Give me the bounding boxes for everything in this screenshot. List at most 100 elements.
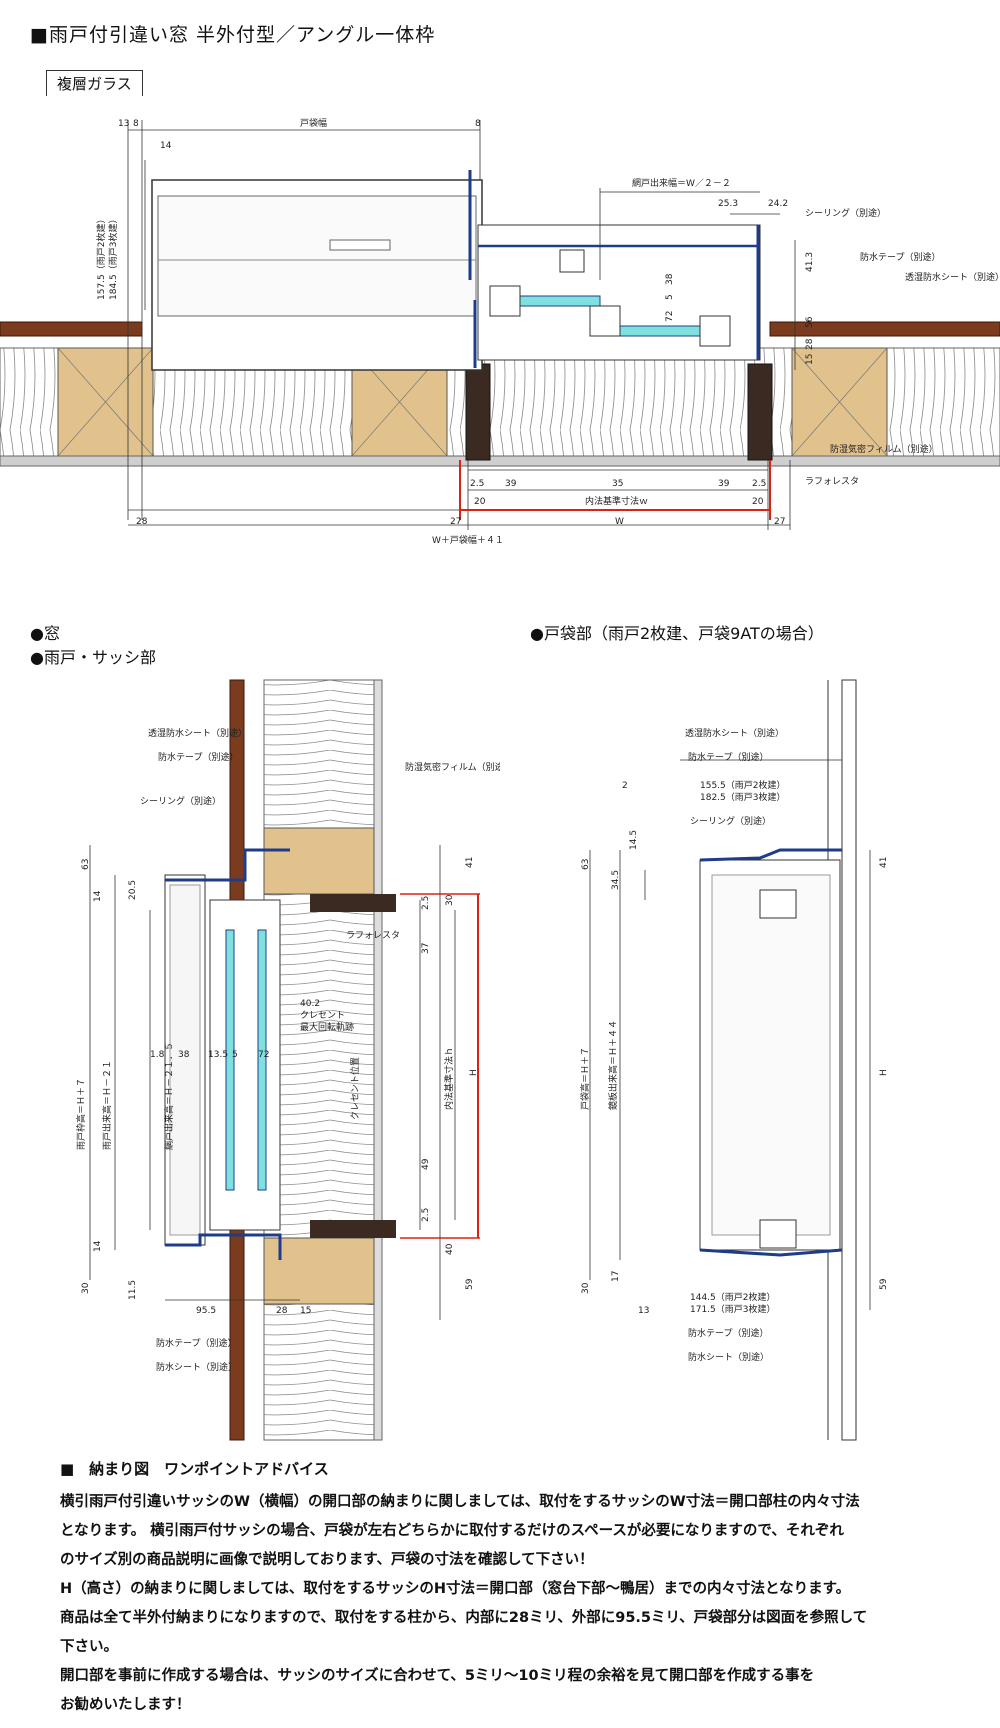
- dim-b-2-5-left: 2.5: [470, 479, 484, 489]
- dim-157-5: 157.5（雨戸2枚建）: [95, 215, 107, 301]
- ls-dim-5: 5: [232, 1050, 238, 1060]
- rs-dim-H: H: [879, 1069, 889, 1076]
- ls-dim-63: 63: [81, 859, 91, 870]
- lath-top: [310, 894, 396, 912]
- ls-dim-20-5: 20.5: [128, 880, 138, 900]
- advice-line-3: のサイズ別の商品説明に画像で説明しております、戸袋の寸法を確認して下さい！: [60, 1552, 594, 1568]
- label-sealing: シーリング（別途）: [805, 207, 886, 219]
- dim-b-27-left: 27: [450, 517, 461, 527]
- dim-inner-width: 内法基準寸法ｗ: [585, 495, 648, 507]
- dim-screen-width: 網戸出来幅＝W／２－２: [632, 177, 731, 189]
- label-film: 防湿気密フィルム（別途）: [830, 443, 938, 455]
- ls-dim-2-5-b: 2.5: [421, 1208, 431, 1222]
- advice-line-6: 下さい。: [60, 1639, 118, 1655]
- dim-184-5: 184.5（雨戸3枚建）: [107, 215, 119, 301]
- insulation-vertical: [263, 679, 375, 1441]
- plan-view-diagram: 13 8 戸袋幅 8 14 網戸出来幅＝W／２－２ 25.3 24.2 2.5 …: [0, 117, 1000, 546]
- ls-dim-14-b: 14: [93, 1240, 103, 1252]
- rs-dim-171-5: 171.5（雨戸3枚建）: [690, 1303, 776, 1315]
- rs-dim-30: 30: [581, 1282, 591, 1294]
- sill-wood: [263, 1237, 375, 1305]
- advice-line-1: 横引雨戸付引違いサッシのW（横幅）の開口部の納まりに関しましては、取付をするサッ…: [60, 1494, 860, 1510]
- ls-dim-14-a: 14: [93, 890, 103, 902]
- dim-28: 28: [805, 338, 815, 350]
- dim-b-2-5-right: 2.5: [752, 479, 766, 489]
- ls-dim-30: 30: [445, 894, 455, 906]
- ls-dim-41: 41: [465, 857, 475, 868]
- ls-dim-shutter-height: 雨戸出来高＝Ｈ－２１: [101, 1060, 113, 1150]
- ls-dim-72: 72: [258, 1050, 269, 1060]
- advice-line-5: 商品は全て半外付納まりになりますので、取付をする柱から、内部に28ミリ、外部に9…: [60, 1610, 868, 1626]
- advice-section: ■ 納まり図 ワンポイントアドバイス 横引雨戸付引違いサッシのW（横幅）の開口部…: [60, 1455, 960, 1720]
- sash-section: [209, 899, 281, 1231]
- ls-dim-38: 38: [178, 1050, 190, 1060]
- ls-label-sheet-b: 防水シート（別途）: [156, 1361, 237, 1373]
- dim-b-35: 35: [612, 479, 623, 489]
- rs-label-tape-b: 防水テープ（別途）: [688, 1327, 768, 1339]
- label-lath: ラフォレスタ: [805, 476, 859, 487]
- glass-type-tag: 複層ガラス: [46, 70, 143, 96]
- rs-label-sheet: 透湿防水シート（別途）: [685, 727, 784, 739]
- advice-heading: ■ 納まり図 ワンポイントアドバイス: [60, 1460, 329, 1478]
- ls-label-crescent-pos: クレセント位置: [349, 1057, 361, 1120]
- ls-dim-13-5: 13.5: [208, 1050, 228, 1060]
- siding-left: [0, 321, 143, 337]
- ls-dim-37: 37: [421, 943, 431, 954]
- rs-dim-155-5: 155.5（雨戸2枚建）: [700, 779, 786, 791]
- column-right: [747, 363, 773, 461]
- rs-dim-34-5: 34.5: [611, 870, 621, 890]
- page-title: ■雨戸付引違い窓 半外付型／アングル一体枠: [30, 24, 436, 46]
- advice-line-7: 開口部を事前に作成する場合は、サッシのサイズに合わせて、5ミリ～10ミリ程の余裕…: [60, 1668, 815, 1684]
- advice-line-8: お勧めいたします！: [60, 1697, 191, 1713]
- pocket-section-diagram: 透湿防水シート（別途） 防水テープ（別途） 2 155.5（雨戸2枚建） 182…: [580, 679, 889, 1441]
- rs-dim-144-5: 144.5（雨戸2枚建）: [690, 1291, 776, 1303]
- rs-dim-13: 13: [638, 1306, 649, 1316]
- ls-dim-28: 28: [276, 1306, 288, 1316]
- rs-dim-panel-height: 鏡板出来高＝Ｈ＋４４: [607, 1020, 619, 1110]
- dim-14: 14: [160, 141, 172, 151]
- ls-label-tape-b: 防水テープ（別途）: [156, 1337, 236, 1349]
- rs-dim-pocket-height: 戸袋高＝Ｈ＋７: [580, 1047, 591, 1110]
- ls-dim-shutter-frame-height: 雨戸枠高＝Ｈ＋７: [75, 1078, 87, 1150]
- dim-b-27-right: 27: [774, 517, 785, 527]
- ls-label-film: 防湿気密フィルム（別途）: [405, 761, 500, 773]
- dim-8-right: 8: [475, 119, 481, 129]
- ls-dim-59: 59: [465, 1278, 475, 1290]
- lath-bottom: [310, 1220, 396, 1238]
- section-amado: ●雨戸・サッシ部: [30, 648, 156, 667]
- glass-section-2: [257, 929, 267, 1191]
- ls-dim-95-5: 95.5: [196, 1306, 216, 1316]
- ls-label-crescent2: 最大回転軌跡: [300, 1021, 354, 1033]
- section-tobukuro: ●戸袋部（雨戸2枚建、戸袋9ATの場合）: [530, 624, 824, 643]
- dim-15: 15: [805, 354, 815, 365]
- advice-line-4: H（高さ）の納まりに関しましては、取付をするサッシのH寸法＝開口部（窓台下部～鴨…: [60, 1581, 851, 1597]
- dim-pocket-width: 戸袋幅: [300, 117, 327, 129]
- column-left: [465, 363, 491, 461]
- window-section-diagram: 透湿防水シート（別途） 防水テープ（別途） 防湿気密フィルム（別途） シーリング…: [75, 679, 500, 1441]
- dim-41-3: 41.3: [805, 252, 815, 272]
- dim-total: W＋戸袋幅＋４１: [432, 534, 504, 546]
- dim-b-39-right: 39: [718, 479, 730, 489]
- dim-38: 38: [665, 273, 675, 285]
- lintel-wood: [263, 827, 375, 895]
- ls-dim-15: 15: [300, 1306, 311, 1316]
- dim-56: 56: [805, 316, 815, 328]
- dim-5: 5: [665, 294, 675, 300]
- dim-b-39-left: 39: [505, 479, 517, 489]
- rs-dim-63: 63: [581, 859, 591, 870]
- rs-label-tape: 防水テープ（別途）: [688, 751, 768, 763]
- ls-dim-11-5: 11.5: [128, 1280, 138, 1300]
- ls-dim-40: 40: [445, 1243, 455, 1255]
- rs-dim-17: 17: [611, 1271, 621, 1282]
- ls-dim-2-5-a: 2.5: [421, 896, 431, 910]
- rs-dim-14-5: 14.5: [629, 830, 639, 850]
- ls-label-sheet: 透湿防水シート（別途）: [148, 727, 247, 739]
- ls-dim-40-2: 40.2: [300, 999, 320, 1009]
- interior-board: [0, 455, 1000, 467]
- dim-b-20-left: 20: [474, 497, 486, 507]
- rs-dim-41: 41: [879, 857, 889, 868]
- ls-label-lath: ラフォレスタ: [346, 930, 400, 941]
- rs-dim-59: 59: [879, 1278, 889, 1290]
- ls-dim-49: 49: [421, 1158, 431, 1170]
- ls-dim-H: H: [469, 1069, 479, 1076]
